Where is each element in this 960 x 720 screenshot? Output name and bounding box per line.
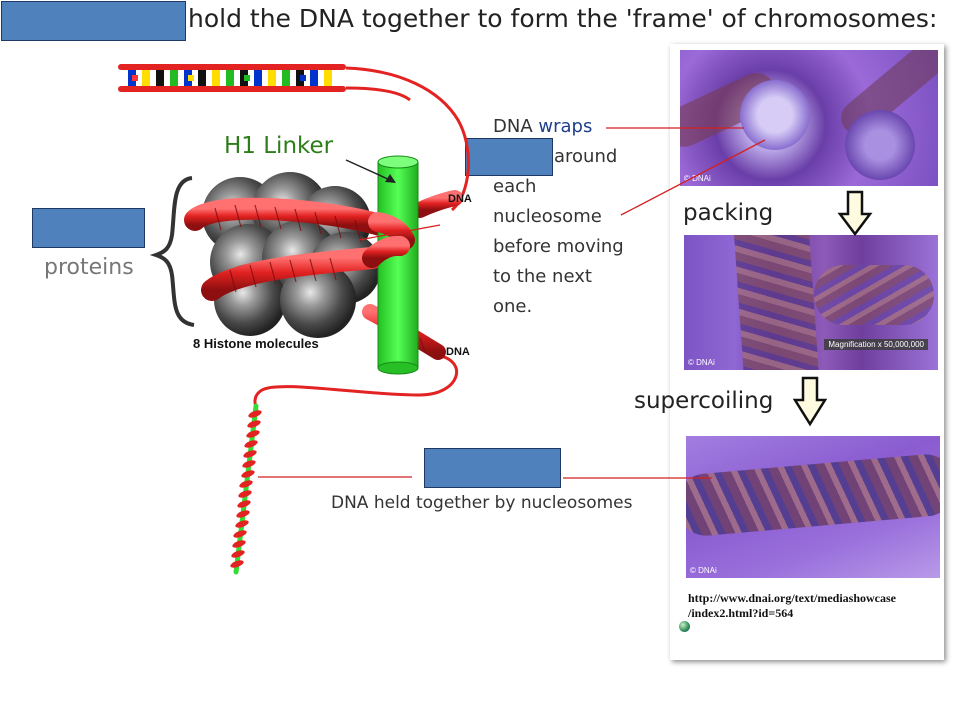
globe-icon bbox=[679, 621, 690, 632]
wrap-desc-prefix: DNA bbox=[493, 116, 539, 137]
slide-title: hold the DNA together to form the 'frame… bbox=[188, 4, 938, 33]
wrap-desc-line7: one. bbox=[493, 296, 533, 317]
photo-credit-1: © DNAi bbox=[684, 174, 711, 183]
nucleosomes-caption: DNA held together by nucleosomes bbox=[331, 493, 633, 513]
wrap-desc-line4: nucleosome bbox=[493, 206, 602, 227]
dna-base-pairs bbox=[128, 70, 332, 86]
h1-linker-cylinder bbox=[377, 155, 419, 375]
dna-ladder bbox=[118, 64, 346, 92]
photo-credit-3: © DNAi bbox=[690, 566, 717, 575]
wrap-desc-line6: to the next bbox=[493, 266, 592, 287]
down-arrow-icon-packing bbox=[837, 190, 873, 237]
blank-box-title bbox=[1, 1, 186, 41]
wrap-desc-line3: each bbox=[493, 176, 537, 197]
source-url[interactable]: http://www.dnai.org/text/mediashowcase /… bbox=[688, 591, 896, 621]
blank-box-chromatin bbox=[424, 448, 561, 488]
wrap-desc-highlight: wraps bbox=[538, 116, 593, 137]
wrap-desc-line5: before moving bbox=[493, 236, 624, 257]
packing-photo: Magnification x 50,000,000 © DNAi bbox=[684, 235, 938, 370]
image-panel: © DNAi Magnification x 50,000,000 © DNAi… bbox=[670, 44, 944, 660]
dna-label-bottom: DNA bbox=[446, 346, 470, 358]
down-arrow-icon-supercoiling bbox=[792, 376, 828, 427]
source-url-line1: http://www.dnai.org/text/mediashowcase bbox=[688, 591, 896, 605]
wrap-desc-line2: around bbox=[554, 146, 618, 167]
packing-label: packing bbox=[683, 200, 774, 226]
histone-octamer bbox=[202, 172, 381, 338]
proteins-label: proteins bbox=[44, 255, 134, 280]
nucleosome-photo: © DNAi bbox=[680, 50, 938, 186]
source-url-line2: /index2.html?id=564 bbox=[688, 606, 794, 620]
magnification-label: Magnification x 50,000,000 bbox=[824, 339, 928, 350]
supercoiling-label: supercoiling bbox=[634, 388, 774, 414]
wrap-description: DNA wraps around each nucleosome before … bbox=[493, 112, 624, 322]
chromatin-fiber bbox=[230, 403, 262, 575]
photo-credit-2: © DNAi bbox=[688, 358, 715, 367]
supercoiling-photo: © DNAi bbox=[686, 436, 940, 578]
blank-box-wraps bbox=[465, 138, 553, 176]
blank-box-proteins bbox=[32, 208, 145, 248]
histone-molecules-label: 8 Histone molecules bbox=[193, 336, 319, 351]
h1-linker-label: H1 Linker bbox=[224, 133, 334, 159]
dna-label-top: DNA bbox=[448, 193, 472, 205]
